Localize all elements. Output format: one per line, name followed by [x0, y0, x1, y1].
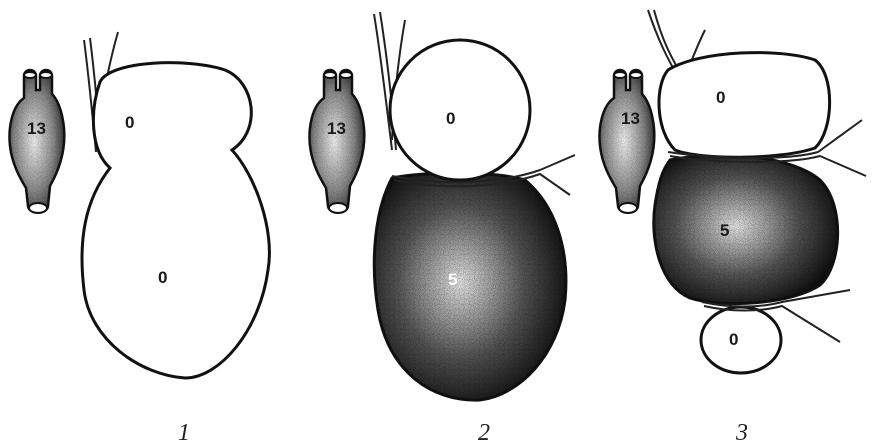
vessel-icon [600, 70, 655, 213]
lower-label: 0 [158, 268, 167, 287]
outline-shape [82, 63, 269, 378]
lower-label: 0 [729, 330, 738, 349]
vessel-label: 13 [27, 119, 46, 138]
figure-number: 3 [735, 420, 748, 444]
upper-circle [390, 40, 530, 180]
vessel-icon [10, 70, 65, 213]
lower-circle [701, 307, 781, 373]
figure-3: 0 5 0 13 3 [600, 10, 866, 444]
upper-label: 0 [125, 113, 134, 132]
vessel-label: 13 [327, 119, 346, 138]
upper-label: 0 [446, 109, 455, 128]
vessel-icon [310, 70, 365, 213]
figure-1: 0 0 13 1 [10, 32, 270, 444]
middle-label: 5 [720, 221, 729, 240]
figure-number: 1 [178, 420, 190, 444]
upper-label: 0 [716, 88, 725, 107]
figure-number: 2 [478, 420, 490, 444]
figure-2: 0 5 13 2 [310, 12, 575, 444]
upper-shape [659, 53, 830, 158]
lower-label: 5 [448, 270, 457, 289]
vessel-label: 13 [621, 109, 640, 128]
